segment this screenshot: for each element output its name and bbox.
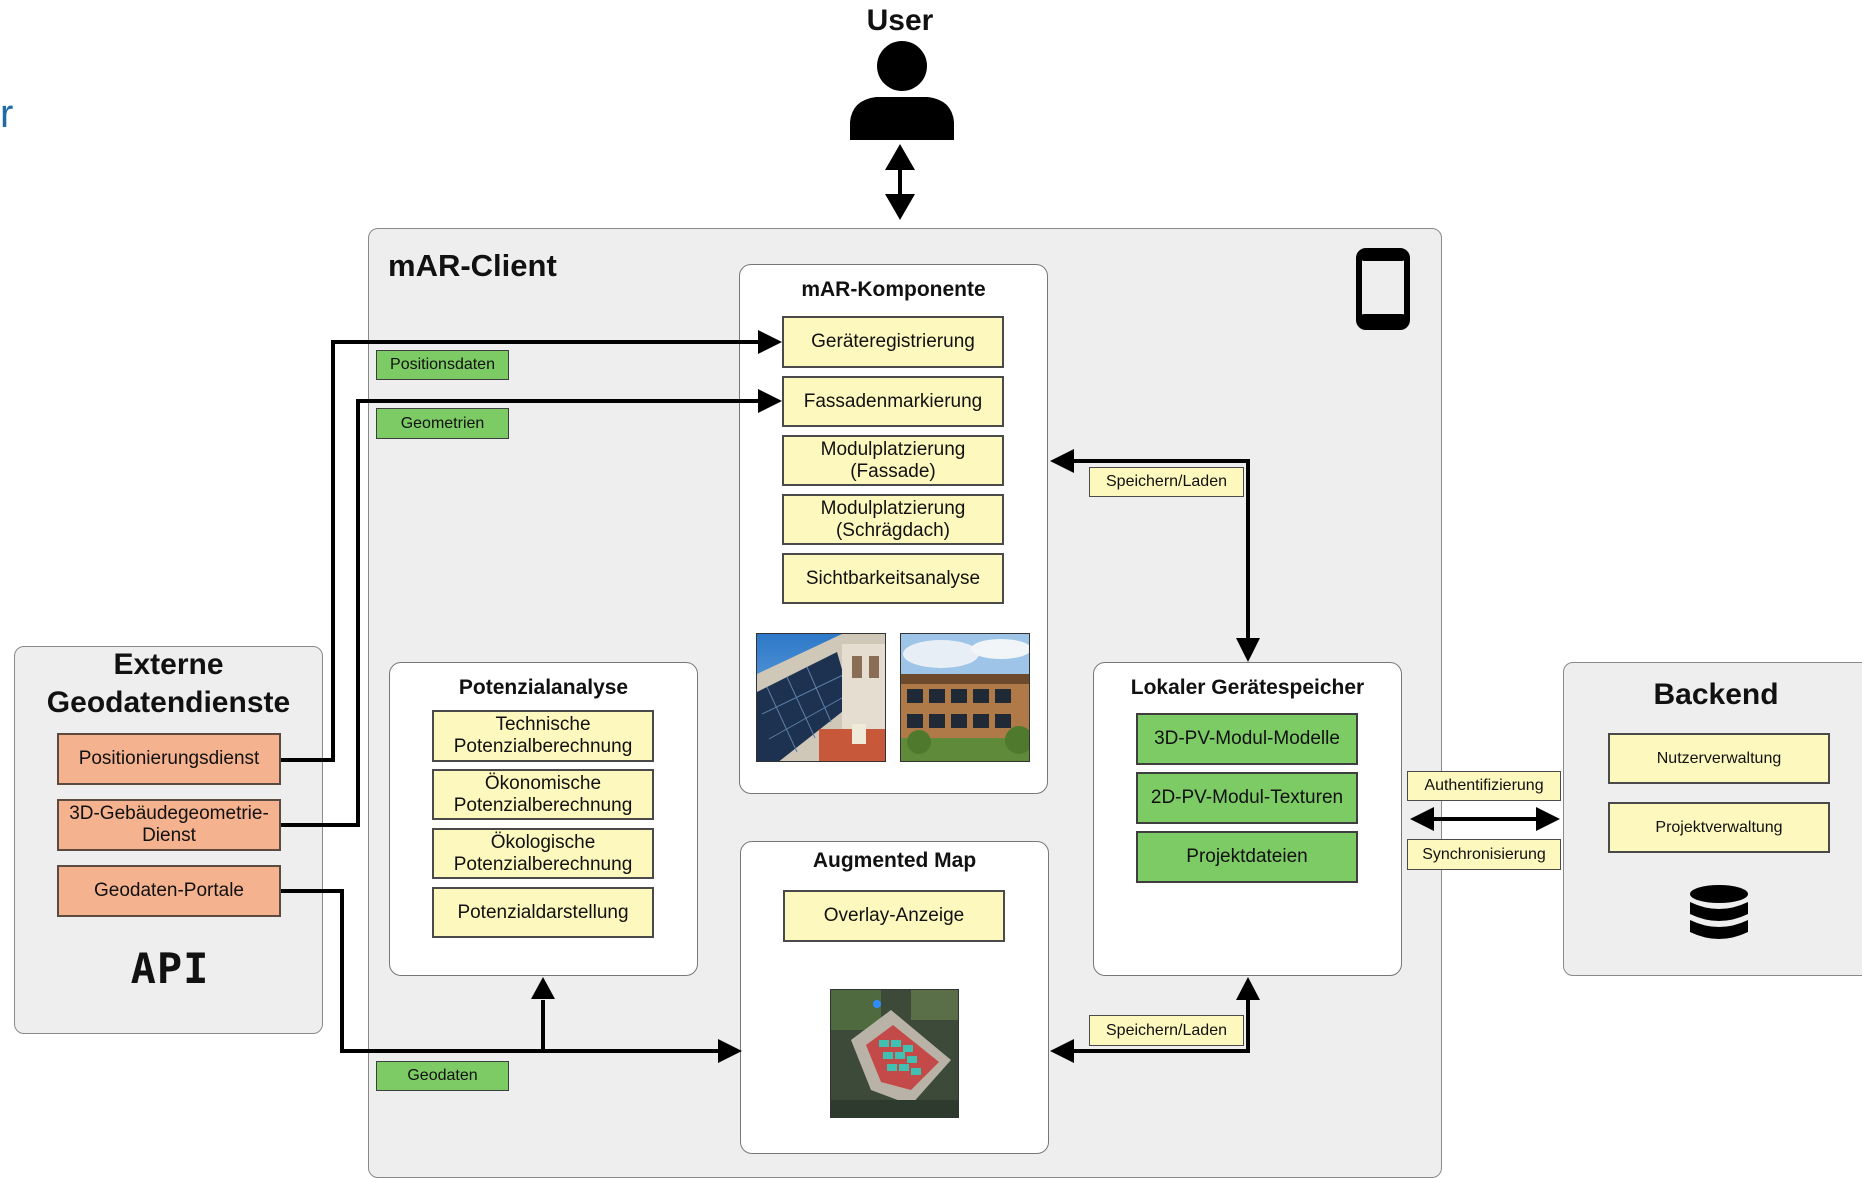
flow-label-geodaten: Geodaten [376, 1061, 509, 1091]
extern-item-geodaten-portale: Geodaten-Portale [57, 865, 281, 917]
potenzial-item-oekonomisch: Ökonomische Potenzialberechnung [432, 769, 654, 820]
mar-item-fassadenmarkierung: Fassadenmarkierung [782, 376, 1004, 427]
potenzialanalyse-title: Potenzialanalyse [458, 676, 629, 699]
mar-item-sichtbarkeitsanalyse: Sichtbarkeitsanalyse [782, 553, 1004, 604]
backend-title: Backend [1653, 678, 1779, 711]
externe-geodatendienste-title: Externe Geodatendienste [46, 648, 291, 719]
backend-item-projektverwaltung: Projektverwaltung [1608, 802, 1830, 853]
geraetespeicher-title: Lokaler Gerätespeicher [1130, 676, 1365, 699]
mar-client-title: mAR-Client [388, 248, 557, 283]
backend-item-nutzerverwaltung: Nutzerverwaltung [1608, 733, 1830, 784]
potenzial-item-darstellung: Potenzialdarstellung [432, 887, 654, 938]
mar-komponente-title: mAR-Komponente [801, 278, 986, 301]
user-label: User [866, 4, 934, 37]
facade-photo-building [900, 633, 1030, 762]
extern-item-positionierungsdienst: Positionierungsdienst [57, 733, 281, 785]
augmented-item-overlay: Overlay-Anzeige [783, 890, 1005, 942]
mar-item-modulplatzierung-fassade: Modulplatzierung (Fassade) [782, 435, 1004, 486]
aerial-map-image [830, 989, 959, 1118]
augmented-map-title: Augmented Map [812, 849, 977, 872]
smartphone-icon [1356, 248, 1410, 330]
facade-photo-solar [756, 633, 886, 762]
potenzial-item-technisch: Technische Potenzialberechnung [432, 710, 654, 762]
flow-label-synchronisierung: Synchronisierung [1407, 839, 1561, 870]
edge-text-fragment: r [0, 92, 14, 136]
flow-label-authentifizierung: Authentifizierung [1407, 771, 1561, 801]
api-label: API [130, 944, 210, 993]
extern-item-gebaeudegeometrie: 3D-Gebäudegeometrie- Dienst [57, 799, 281, 851]
potenzial-item-oekologisch: Ökologische Potenzialberechnung [432, 828, 654, 879]
flow-label-speichern-laden-top: Speichern/Laden [1089, 467, 1244, 497]
flow-label-speichern-laden-bottom: Speichern/Laden [1089, 1015, 1244, 1046]
flow-label-geometrien: Geometrien [376, 408, 509, 439]
user-icon [850, 41, 954, 140]
speicher-item-projektdateien: Projektdateien [1136, 831, 1358, 883]
mar-item-modulplatzierung-schraegdach: Modulplatzierung (Schrägdach) [782, 494, 1004, 545]
mar-item-geraeteregistrierung: Geräteregistrierung [782, 316, 1004, 368]
database-icon [1690, 885, 1748, 939]
speicher-item-3d-modelle: 3D-PV-Modul-Modelle [1136, 713, 1358, 765]
flow-label-positionsdaten: Positionsdaten [376, 350, 509, 380]
speicher-item-2d-texturen: 2D-PV-Modul-Texturen [1136, 772, 1358, 824]
